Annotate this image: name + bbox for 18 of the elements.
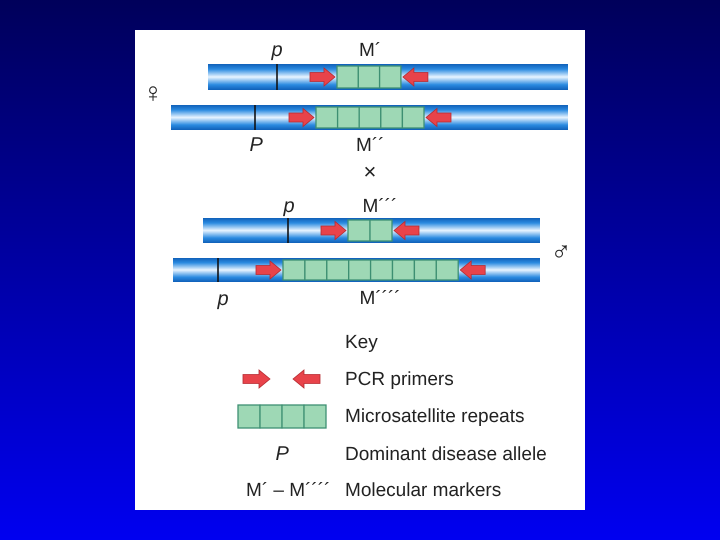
male-symbol: ♂ [550, 238, 572, 266]
legend-text: Molecular markers [345, 480, 502, 500]
cross-symbol: × [364, 161, 376, 183]
legend-text: PCR primers [345, 370, 454, 388]
marker-label: M´´´ [362, 196, 398, 216]
marker-label: M´´ [356, 136, 384, 154]
legend-text: Microsatellite repeats [345, 406, 525, 426]
allele-label: p [272, 40, 283, 60]
allele-label: p [284, 196, 295, 216]
allele-label: P [276, 444, 289, 464]
marker-label: M´ [359, 40, 382, 60]
allele-label: P [250, 135, 263, 155]
marker-label: M´ – M´´´´ [246, 480, 330, 500]
allele-label: p [218, 289, 229, 309]
legend-text: Dominant disease allele [345, 444, 547, 464]
female-symbol: ♀ [142, 79, 164, 107]
marker-label: M´´´´ [360, 288, 401, 308]
legend-heading: Key [345, 332, 378, 352]
